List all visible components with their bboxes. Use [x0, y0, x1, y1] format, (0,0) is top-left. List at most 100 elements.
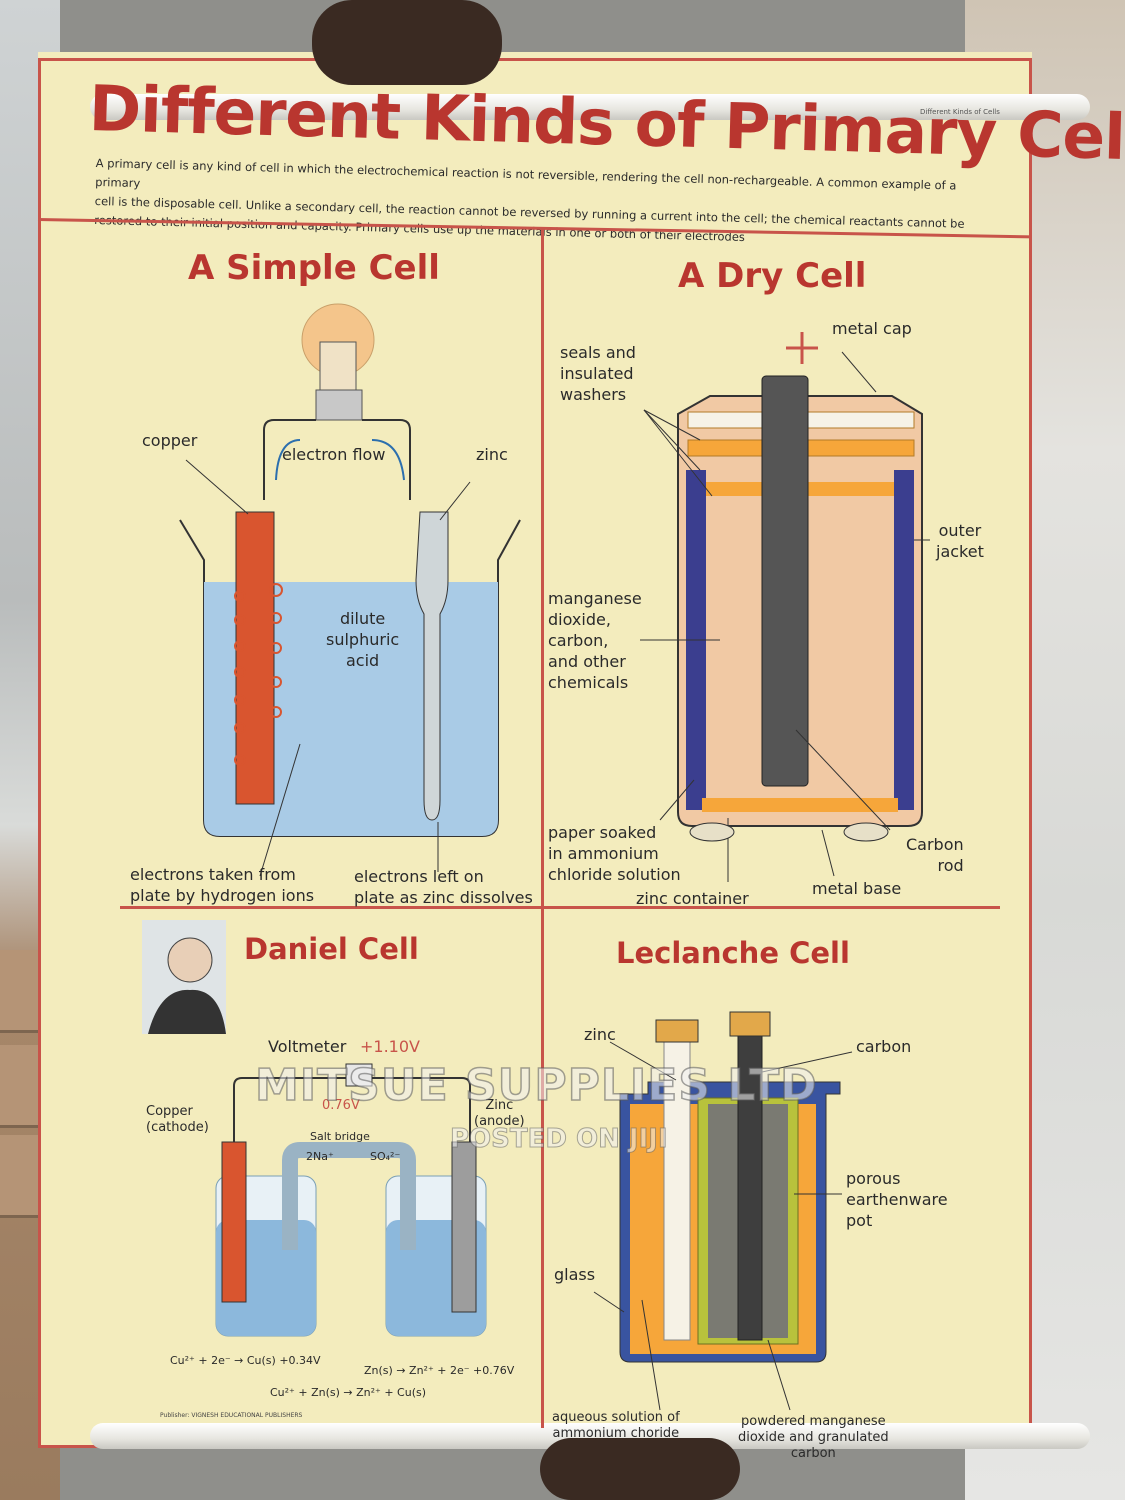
bulb-base [315, 389, 363, 421]
label-line: dioxide and granulated [738, 1430, 889, 1445]
label-zinc: zinc [584, 1025, 616, 1044]
corner-tag: Different Kinds of Cells [920, 108, 1000, 116]
label-acid-line: dilute [339, 609, 386, 628]
label-seals: seals and insulated washers [560, 342, 636, 405]
label-glass: glass [554, 1265, 596, 1284]
metal-base-foot [843, 822, 889, 842]
label-line: in ammonium [548, 844, 659, 863]
label-line: (anode) [474, 1114, 525, 1129]
base-washer [702, 798, 898, 812]
salt-bridge [282, 1142, 416, 1250]
label-line: chemicals [548, 673, 629, 692]
metal-base-foot [689, 822, 735, 842]
label-line: ammonium choride [552, 1426, 680, 1441]
label-copper: copper [142, 431, 198, 450]
note-line: plate as zinc dissolves [354, 888, 533, 907]
watermark-line2: POSTED ON JIJI [450, 1124, 669, 1155]
zinc-electrode [451, 1141, 477, 1313]
label-line: porous [846, 1169, 901, 1188]
label-line: washers [560, 385, 627, 404]
leclanche-cell-diagram [593, 1011, 853, 1411]
pointer-line [841, 351, 877, 393]
label-line: Carbon [906, 835, 964, 854]
label-acid-line: sulphuric [326, 630, 400, 649]
hand-bottom [540, 1438, 740, 1500]
pointer-line [821, 829, 835, 877]
label-line: Copper [146, 1104, 193, 1119]
pointer-line [439, 481, 471, 521]
copper-plate [235, 511, 275, 805]
pointer-line [185, 459, 249, 515]
outer-jacket-right [894, 470, 914, 810]
pointer-line [659, 779, 695, 821]
wire [263, 419, 411, 500]
daniel-cell-title: Daniel Cell [244, 932, 419, 966]
label-line: aqueous solution of [552, 1410, 680, 1425]
portrait-coat [148, 989, 226, 1034]
label-line: rod [937, 856, 964, 875]
label-line: paper soaked [548, 823, 657, 842]
label-line: seals and [560, 343, 636, 362]
simple-cell-title: A Simple Cell [188, 248, 440, 288]
pointer-line [795, 729, 891, 831]
electron-flow-arrow [371, 439, 405, 481]
label-salt-bridge: Salt bridge [310, 1130, 370, 1143]
label-zinc: zinc [476, 445, 508, 464]
label-carbon-rod: Carbon rod [906, 834, 964, 876]
voltmeter [345, 1063, 373, 1087]
label-carbon: carbon [856, 1037, 912, 1056]
label-line: chloride solution [548, 865, 681, 884]
label-voltage: +1.10V [360, 1037, 420, 1056]
equation-zinc: Zn(s) → Zn²⁺ + 2e⁻ +0.76V [364, 1364, 515, 1377]
label-line: carbon, [548, 631, 609, 650]
wire [233, 1077, 471, 1146]
label-line: Zinc [485, 1098, 514, 1113]
carbon-cap [729, 1011, 771, 1037]
label-aqueous: aqueous solution of ammonium choride [552, 1410, 680, 1442]
carbon-rod [761, 375, 809, 787]
label-electrons-left: electrons left on plate as zinc dissolve… [354, 866, 533, 908]
top-roller [90, 94, 1090, 120]
pointer-line [643, 409, 701, 441]
equation-overall: Cu²⁺ + Zn(s) → Zn²⁺ + Cu(s) [270, 1386, 427, 1399]
dry-cell-title: A Dry Cell [678, 256, 867, 296]
pointer-line [643, 409, 701, 471]
daniel-cell-diagram [142, 920, 487, 1337]
bulb-filament [319, 341, 357, 391]
watermark-line1: MITSUE SUPPLIES LTD [254, 1059, 818, 1112]
zinc-cap [655, 1019, 699, 1043]
pointer-line [641, 1299, 661, 1411]
label-acid: dilute sulphuric acid [326, 608, 399, 671]
note-line: electrons taken from [130, 865, 296, 884]
label-line: jacket [936, 542, 984, 561]
vertical-divider [541, 228, 544, 1428]
hand-top [312, 0, 502, 85]
label-ion-so4: SO₄²⁻ [370, 1150, 401, 1163]
label-line: insulated [560, 364, 634, 383]
pointer-line [761, 1051, 853, 1073]
label-zinc-container: zinc container [636, 889, 749, 908]
label-zinc-anode: Zinc (anode) [474, 1098, 525, 1130]
label-line: earthenware [846, 1190, 948, 1209]
label-neg-voltage: 0.76V [322, 1098, 360, 1113]
electron-flow-arrow [275, 439, 301, 481]
pointer-line [259, 743, 301, 877]
copper-electrode [221, 1141, 247, 1303]
zinc-plate [415, 511, 449, 821]
leclanche-cell-title: Leclanche Cell [616, 936, 850, 970]
pointer-line [593, 1291, 625, 1313]
label-manganese: manganese dioxide, carbon, and other che… [548, 588, 642, 693]
pointer-line [767, 1339, 791, 1411]
label-line: manganese [548, 589, 642, 608]
simple-cell-diagram [179, 303, 521, 877]
label-acid-line: acid [345, 651, 380, 670]
horizontal-divider [120, 906, 1000, 909]
label-metal-cap: metal cap [832, 319, 912, 338]
label-porous-pot: porous earthenware pot [846, 1168, 948, 1231]
pointer-line [609, 1041, 677, 1081]
label-powdered: powdered manganese dioxide and granulate… [738, 1414, 889, 1462]
zinc-rod [663, 1029, 691, 1341]
label-line: outer [938, 521, 982, 540]
equation-copper: Cu²⁺ + 2e⁻ → Cu(s) +0.34V [170, 1354, 321, 1367]
